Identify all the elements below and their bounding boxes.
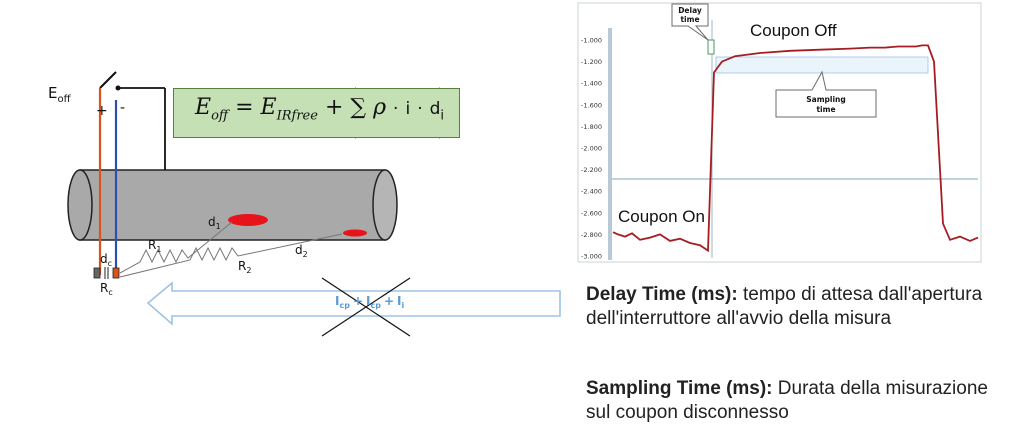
switch-contact [115, 85, 121, 91]
delay-marker [707, 39, 715, 55]
resistor-r1 [119, 221, 233, 274]
formula-box [173, 88, 460, 138]
y-tick-label: -1.000 [581, 37, 602, 45]
sampling-description: Sampling Time (ms): Durata della misuraz… [586, 377, 1016, 425]
r2-label: R2 [238, 259, 251, 275]
y-tick-label: -2.800 [581, 231, 602, 239]
delay-description: Delay Time (ms): tempo di attesa dall'ap… [586, 283, 1016, 331]
delay-title: Delay Time (ms): [586, 284, 738, 305]
sampling-title: Sampling Time (ms): [586, 378, 773, 399]
d1-label: d1 [208, 215, 221, 231]
delay-callout: Delay time [671, 3, 709, 41]
coupon-on-label: Coupon On [618, 207, 705, 226]
current-arrow [146, 281, 561, 326]
y-tick-label: -2.400 [581, 188, 602, 196]
y-tick-label: -1.800 [581, 123, 602, 131]
series-line [612, 44, 979, 253]
delay-label-1: Delay [678, 6, 702, 15]
pipe [67, 169, 398, 241]
formula: Eoff = EIRfree + ∑ ρ · i · di [195, 95, 445, 124]
resistor-r2 [119, 233, 343, 278]
y-tick-label: -2.200 [581, 166, 602, 174]
sampling-callout: Sampling time [775, 70, 877, 118]
y-tick-label: -1.400 [581, 80, 602, 88]
defect-1 [228, 214, 268, 226]
sampling-band [715, 56, 929, 74]
cross-current [321, 277, 411, 337]
delay-body: tempo di attesa dall'apertura dell'inter… [586, 284, 983, 329]
pipe-electrode [112, 267, 120, 279]
rc-label: Rc [100, 281, 113, 297]
chart-axis-band [608, 28, 612, 260]
switch-lever [99, 71, 117, 89]
sampling-label-2: time [816, 105, 835, 114]
y-tick-label: -1.200 [581, 58, 602, 66]
minus-label: - [120, 100, 125, 116]
coupon-electrode [93, 267, 101, 279]
y-tick-label: -2.600 [581, 209, 602, 217]
sampling-body: Durata della misurazione sul coupon disc… [586, 378, 988, 423]
y-tick-label: -3.000 [581, 253, 602, 261]
y-tick-label: -2.000 [581, 145, 602, 153]
dc-label: dc [100, 252, 112, 268]
y-tick-label: -1.600 [581, 101, 602, 109]
coupon-off-label: Coupon Off [750, 21, 837, 40]
plus-label: + [96, 103, 108, 119]
y-axis-ticks: -1.000 -1.200 -1.400 -1.600 -1.800 -2.000 -2.2… [581, 37, 602, 261]
sampling-label-1: Sampling [806, 95, 846, 104]
defect-2 [343, 229, 367, 237]
delay-label-2: time [680, 15, 699, 24]
d2-label: d2 [295, 243, 308, 259]
current-label: Icp+Icp+Ii [335, 294, 404, 310]
diagram: Eoff + - d1 d2 R1 R2 dc Rc Icp+Icp+Ii [48, 71, 561, 337]
r1-label: R1 [148, 238, 161, 254]
e-off-label: Eoff [48, 84, 72, 105]
